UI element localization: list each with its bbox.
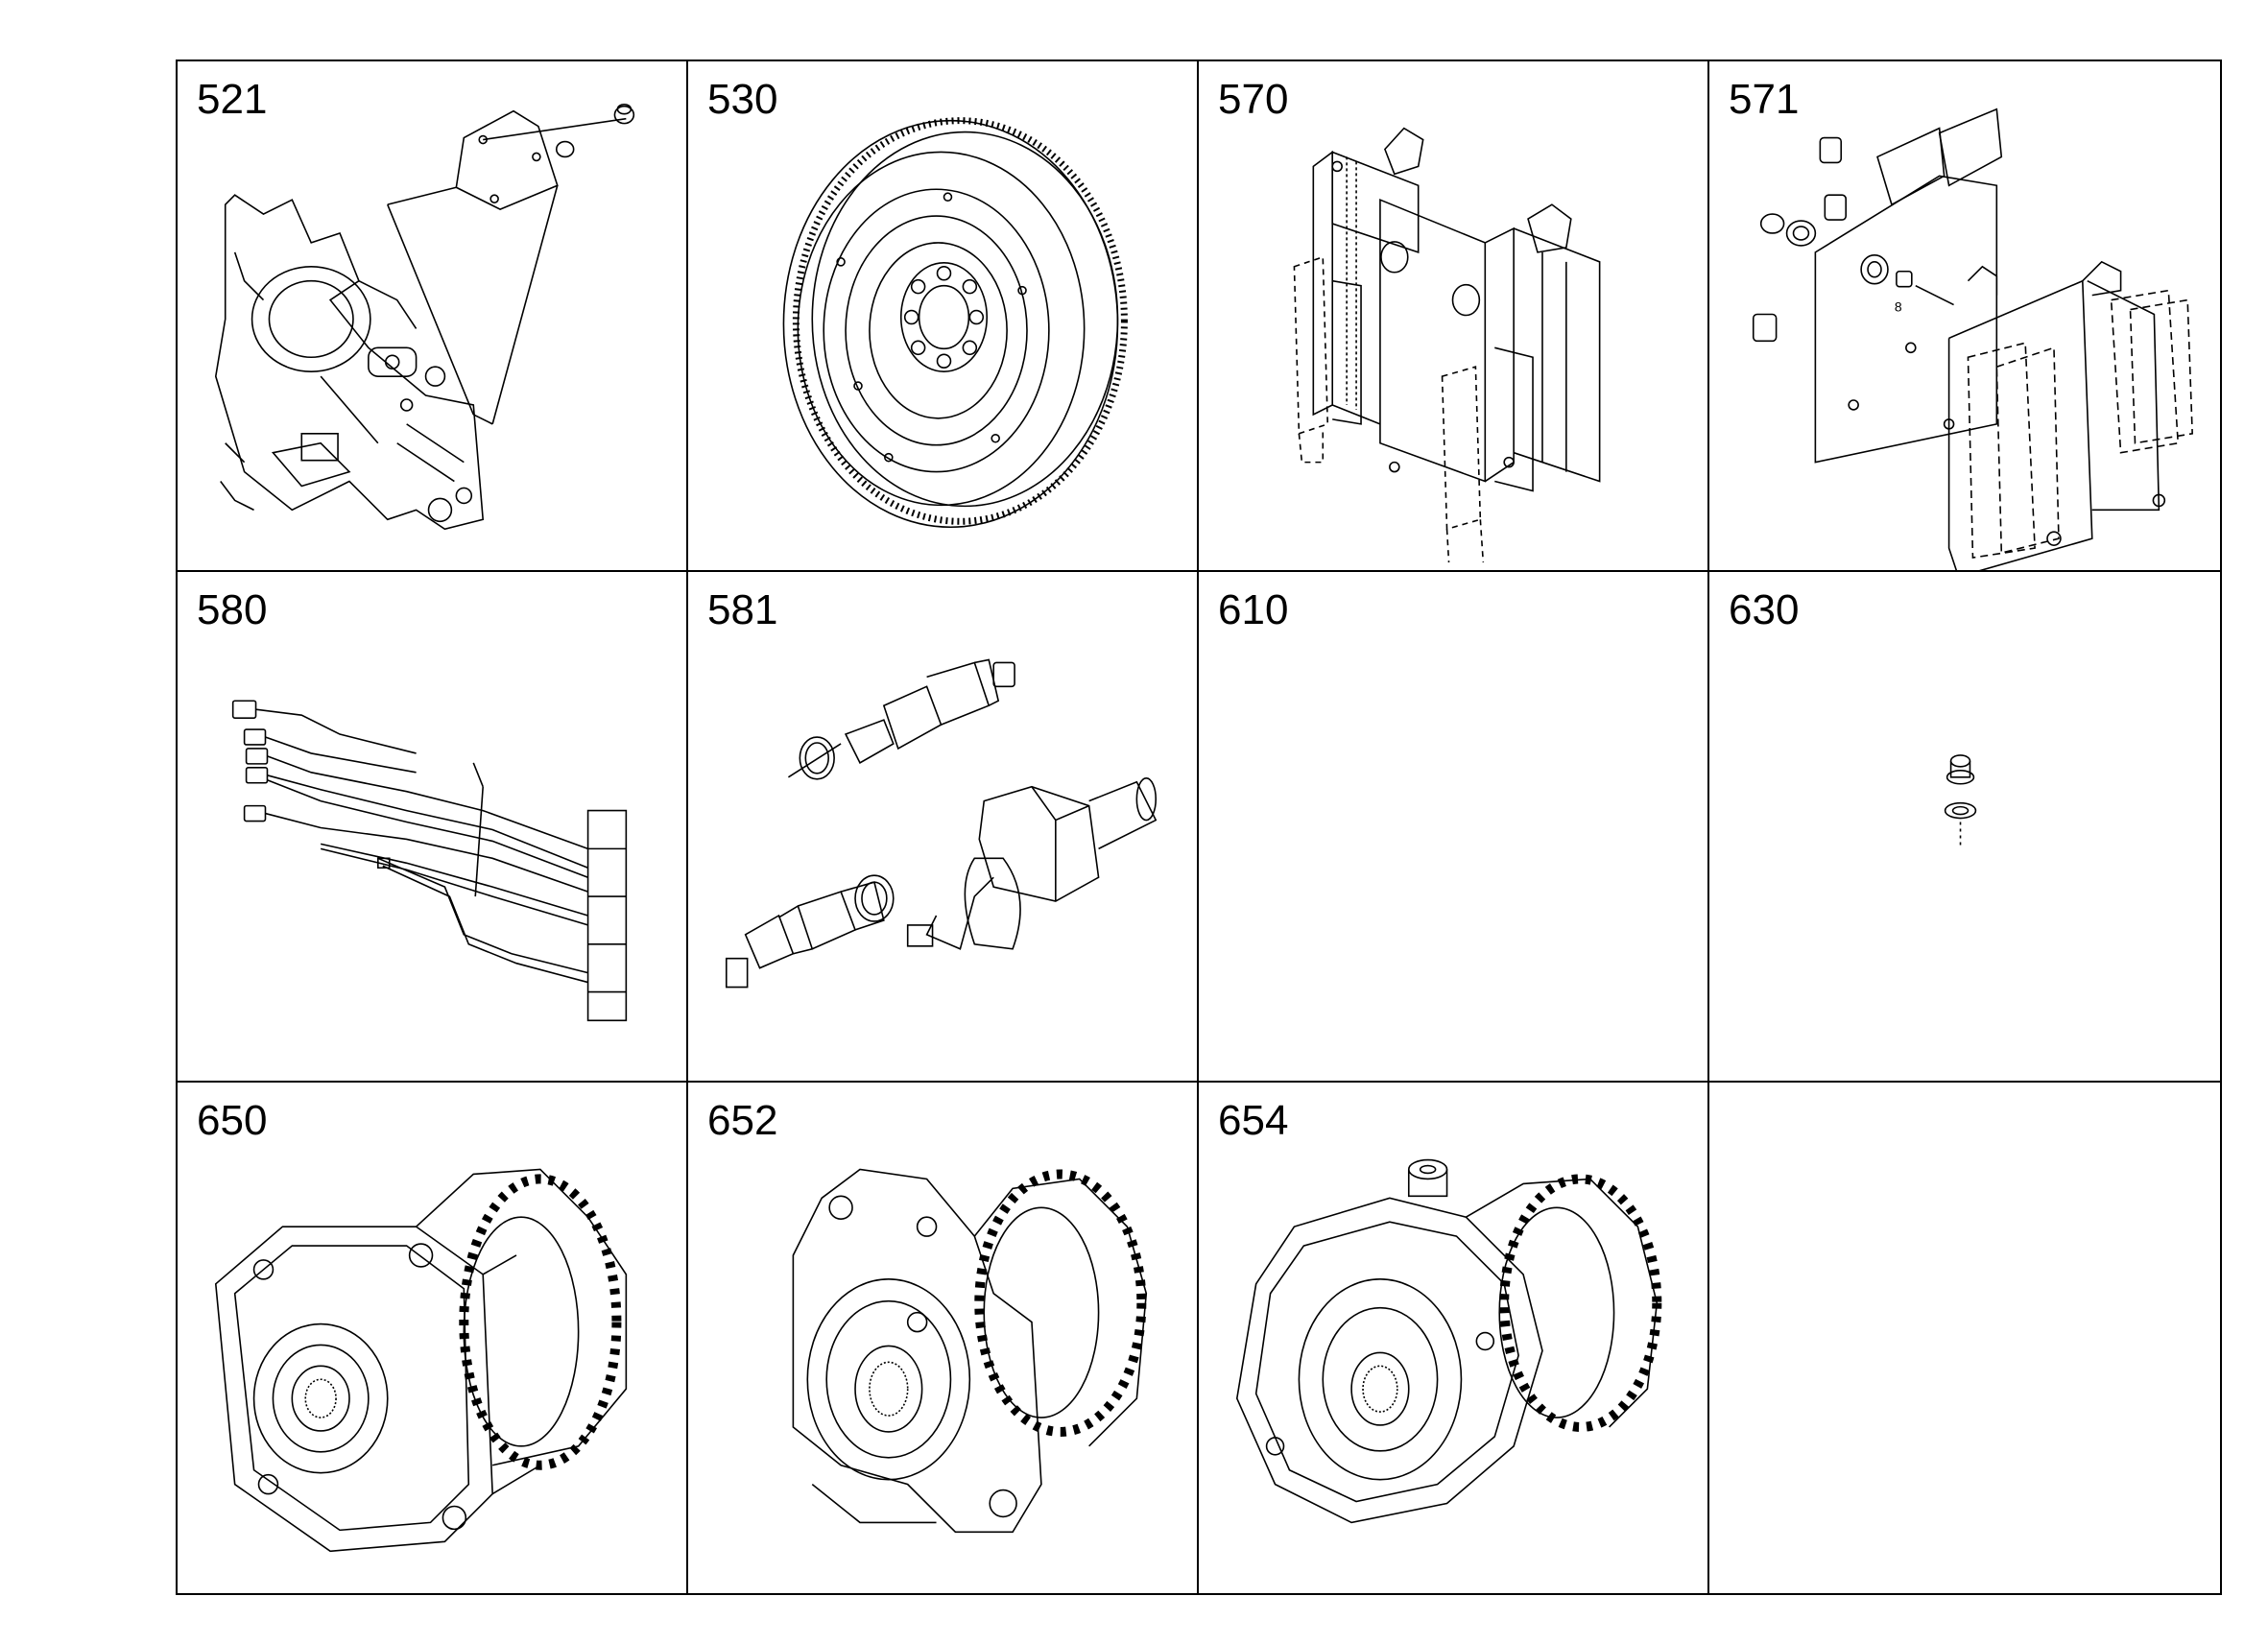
cover-plate-housing-icon: [178, 61, 686, 570]
part-cell-570[interactable]: 570: [1199, 61, 1709, 572]
pump-gear-drive-icon: [178, 1083, 686, 1593]
part-cell-581[interactable]: 581: [688, 572, 1199, 1083]
control-unit-bracket-icon: [1199, 61, 1707, 570]
part-number: 652: [707, 1097, 778, 1144]
sensors-set-icon: [688, 572, 1197, 1081]
part-cell-530[interactable]: 530: [688, 61, 1199, 572]
part-number: 580: [197, 586, 268, 633]
flywheel-ring-gear-icon: [688, 61, 1197, 570]
part-number: 581: [707, 586, 778, 633]
part-cell-571[interactable]: 571 8: [1709, 61, 2220, 572]
part-cell-654[interactable]: 654: [1199, 1083, 1709, 1593]
mounting-plate-assembly-icon: 8: [1709, 61, 2220, 570]
part-number: 654: [1218, 1097, 1289, 1144]
callout-label: 8: [1895, 299, 1902, 315]
part-number: 570: [1218, 76, 1289, 123]
part-number: 630: [1729, 586, 1800, 633]
parts-grid: 521 530: [176, 60, 2222, 1595]
part-number: 530: [707, 76, 778, 123]
pump-gear-drive-icon: [688, 1083, 1197, 1593]
pump-gear-drive-icon: [1199, 1083, 1707, 1593]
part-number: 610: [1218, 586, 1289, 633]
empty-cell: [1709, 1083, 2220, 1593]
wiring-harness-icon: [178, 572, 686, 1081]
plug-screw-icon: [1709, 572, 2220, 1081]
part-number: 650: [197, 1097, 268, 1144]
part-cell-521[interactable]: 521: [178, 61, 688, 572]
part-number: 571: [1729, 76, 1800, 123]
part-number: 521: [197, 76, 268, 123]
part-cell-650[interactable]: 650: [178, 1083, 688, 1593]
part-cell-610[interactable]: 610: [1199, 572, 1709, 1083]
part-cell-580[interactable]: 580: [178, 572, 688, 1083]
part-cell-652[interactable]: 652: [688, 1083, 1199, 1593]
part-cell-630[interactable]: 630: [1709, 572, 2220, 1083]
